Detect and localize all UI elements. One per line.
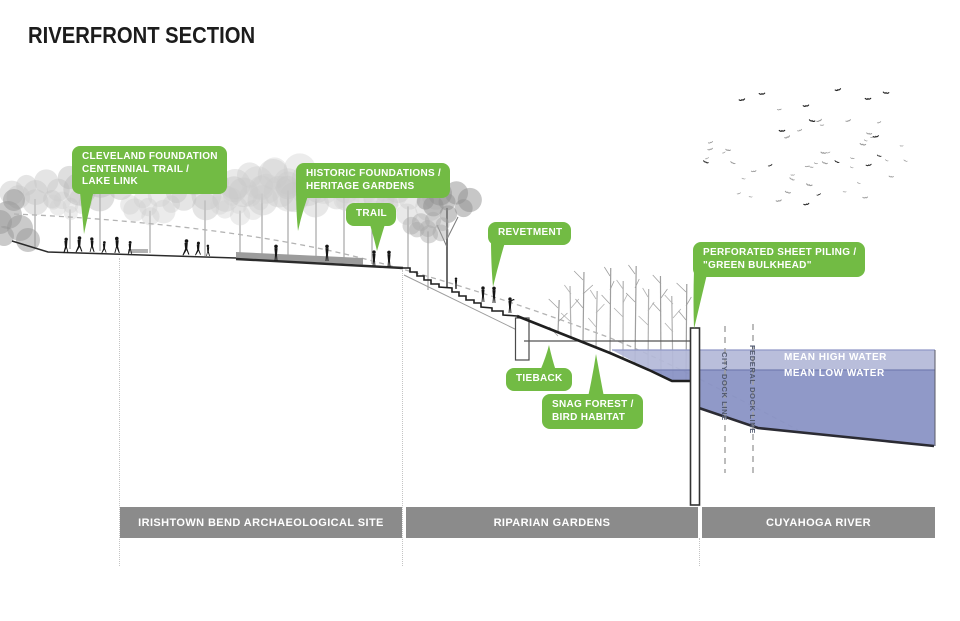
callout-trail: TRAIL	[346, 203, 396, 226]
callout-historic-foundations: HISTORIC FOUNDATIONS / HERITAGE GARDENS	[296, 163, 451, 198]
zone-label: CUYAHOGA RIVER	[765, 516, 872, 529]
federal-dock-line-label: FEDERAL DOCK LINE	[748, 345, 757, 434]
callout-perforated-sheet-piling: PERFORATED SHEET PILING / "GREEN BULKHEA…	[693, 242, 866, 277]
zone-separator-middle	[402, 270, 403, 566]
callout-line: TIEBACK	[516, 373, 563, 384]
river-bottom-line	[698, 406, 935, 448]
callout-tieback: TIEBACK	[506, 368, 572, 391]
stairs-profile	[403, 267, 518, 317]
city-dock-line-label: CITY DOCK LINE	[720, 352, 729, 421]
river-water	[612, 349, 936, 446]
callout-snag-forest: SNAG FOREST / BIRD HABITAT	[542, 394, 643, 429]
sheet-piling-bulkhead	[689, 327, 701, 506]
small-path-segment	[128, 249, 148, 253]
bird-flock	[702, 88, 908, 206]
zone-separator-right	[699, 538, 700, 566]
page-title: RIVERFRONT SECTION	[28, 22, 256, 48]
zone-label: RIPARIAN GARDENS	[493, 516, 611, 529]
callout-line: REVETMENT	[498, 227, 563, 238]
callout-line: LAKE LINK	[82, 176, 139, 187]
callout-cleveland-foundation-centennial-trail: CLEVELAND FOUNDATION CENTENNIAL TRAIL / …	[72, 146, 227, 194]
terrain-section	[11, 240, 935, 448]
zone-bar-irishtown-bend: IRISHTOWN BEND ARCHAEOLOGICAL SITE	[120, 507, 402, 538]
platform-ground-line	[235, 257, 404, 270]
callout-line: CLEVELAND FOUNDATION	[82, 151, 218, 162]
callout-line: BIRD HABITAT	[552, 411, 626, 423]
zone-bar-cuyahoga-river: CUYAHOGA RIVER	[702, 507, 935, 538]
callout-line: HERITAGE GARDENS	[306, 180, 415, 192]
callout-line: PERFORATED SHEET PILING /	[703, 247, 857, 258]
elevated-path-platform	[236, 252, 363, 265]
slope-line	[516, 314, 696, 383]
zone-separator-left	[119, 258, 120, 566]
callout-tails	[79, 182, 708, 397]
left-edge-shrubs	[0, 189, 40, 252]
zone-label: IRISHTOWN BEND ARCHAEOLOGICAL SITE	[138, 516, 384, 529]
callout-line: CENTENNIAL TRAIL /	[82, 163, 190, 175]
callout-line: "GREEN BULKHEAD"	[703, 259, 812, 271]
mean-low-water-label: MEAN LOW WATER	[784, 368, 885, 379]
upper-ground-line	[11, 240, 237, 259]
mean-low-water-body	[649, 370, 935, 446]
anchor-wall	[514, 317, 530, 361]
callout-revetment: REVETMENT	[488, 222, 572, 245]
callout-line: HISTORIC FOUNDATIONS /	[306, 168, 442, 179]
callout-line: TRAIL	[356, 208, 387, 219]
existing-grade-dashed-line	[13, 213, 799, 431]
mean-high-water-label: MEAN HIGH WATER	[784, 352, 887, 363]
callout-line: SNAG FOREST /	[552, 399, 634, 410]
subgrade-line	[403, 274, 520, 332]
zone-bar-riparian-gardens: RIPARIAN GARDENS	[406, 507, 698, 538]
